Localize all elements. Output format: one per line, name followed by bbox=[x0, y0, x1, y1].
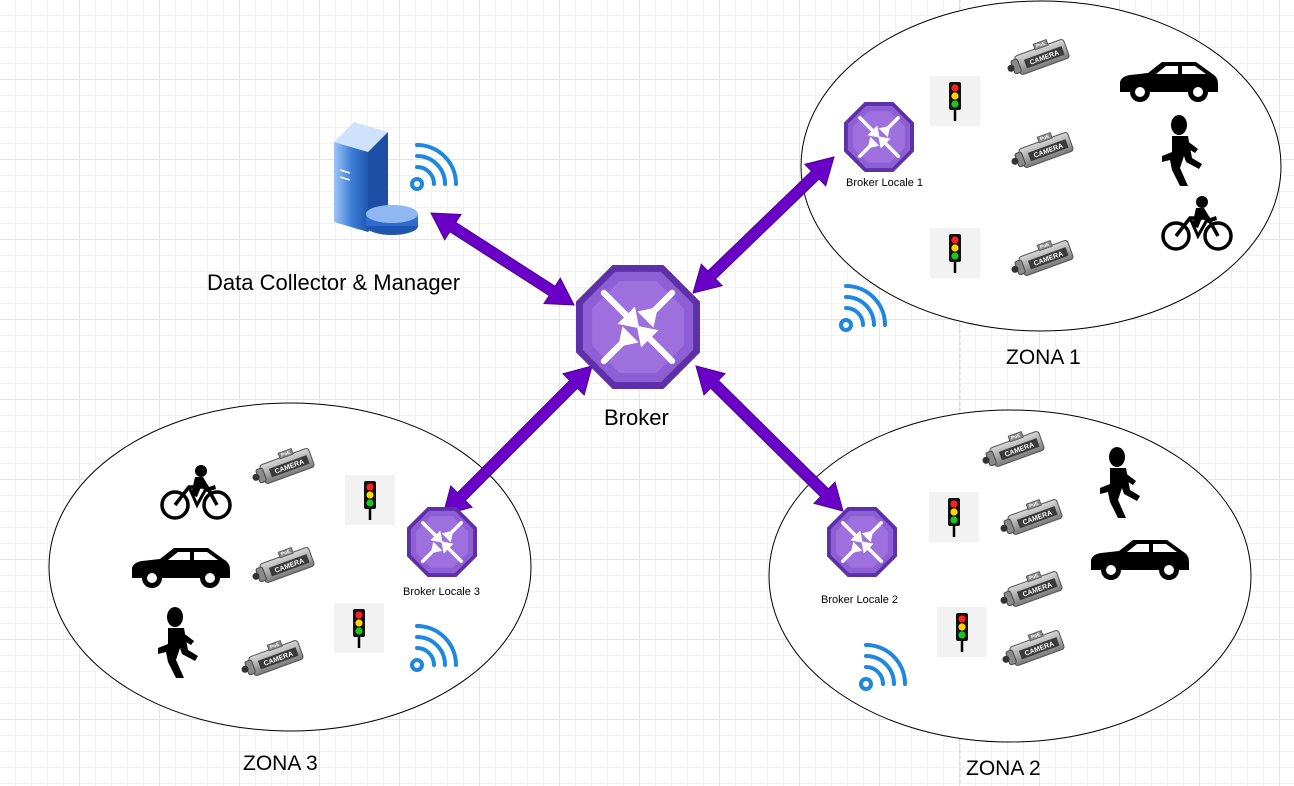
arrow-broker-zone3[interactable] bbox=[442, 365, 593, 516]
arrow-collector-broker[interactable] bbox=[430, 212, 575, 306]
wifi-icon bbox=[839, 284, 887, 332]
traffic-light-icon bbox=[332, 601, 386, 655]
broker-router-icon[interactable] bbox=[576, 265, 700, 389]
traffic-light-icon bbox=[927, 490, 981, 544]
zone-3-label: ZONA 3 bbox=[243, 752, 318, 775]
broker-locale-1-icon[interactable] bbox=[842, 100, 916, 174]
broker-label: Broker bbox=[604, 405, 669, 430]
arrow-broker-zone2[interactable] bbox=[695, 365, 844, 512]
zone-1-label: ZONA 1 bbox=[1006, 346, 1081, 369]
data-collector-label: Data Collector & Manager bbox=[207, 270, 461, 295]
wifi-icon bbox=[410, 143, 458, 191]
zone-2-label: ZONA 2 bbox=[966, 757, 1041, 780]
broker-locale-2-label: Broker Locale 2 bbox=[821, 594, 899, 606]
server-icon[interactable] bbox=[334, 122, 418, 235]
broker-locale-2-icon[interactable] bbox=[825, 505, 899, 579]
traffic-light-icon bbox=[343, 473, 397, 527]
arrow-broker-zone1[interactable] bbox=[692, 156, 835, 294]
traffic-light-icon bbox=[928, 74, 982, 128]
traffic-light-icon bbox=[935, 605, 989, 659]
traffic-light-icon bbox=[928, 226, 982, 280]
broker-locale-3-label: Broker Locale 3 bbox=[403, 586, 481, 598]
broker-locale-3-icon[interactable] bbox=[405, 505, 479, 579]
connection-arrows bbox=[430, 156, 844, 516]
broker-locale-1-label: Broker Locale 1 bbox=[846, 177, 924, 189]
